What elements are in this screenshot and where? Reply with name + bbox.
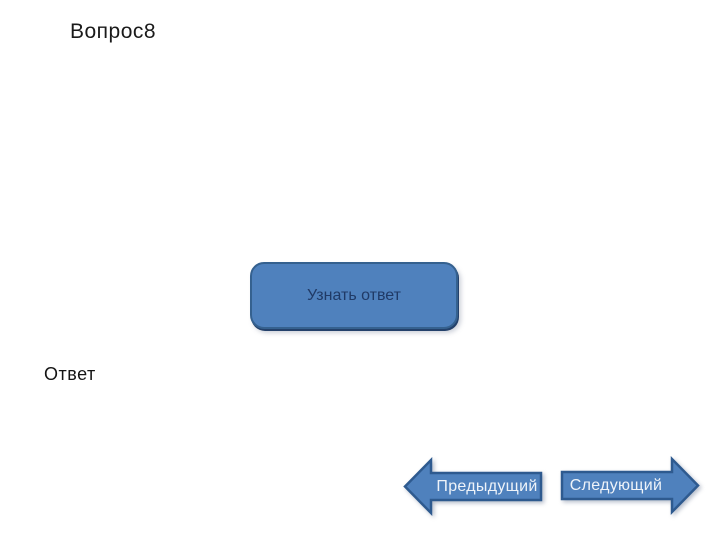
next-slide-button[interactable]: Следующий: [560, 455, 700, 516]
right-arrow-icon: [560, 455, 700, 516]
answer-label: Ответ: [44, 364, 96, 384]
left-arrow-icon: [403, 456, 543, 517]
question-title: Вопрос8: [70, 20, 157, 43]
previous-slide-button[interactable]: Предыдущий: [403, 456, 543, 517]
reveal-answer-button[interactable]: Узнать ответ: [250, 262, 458, 329]
